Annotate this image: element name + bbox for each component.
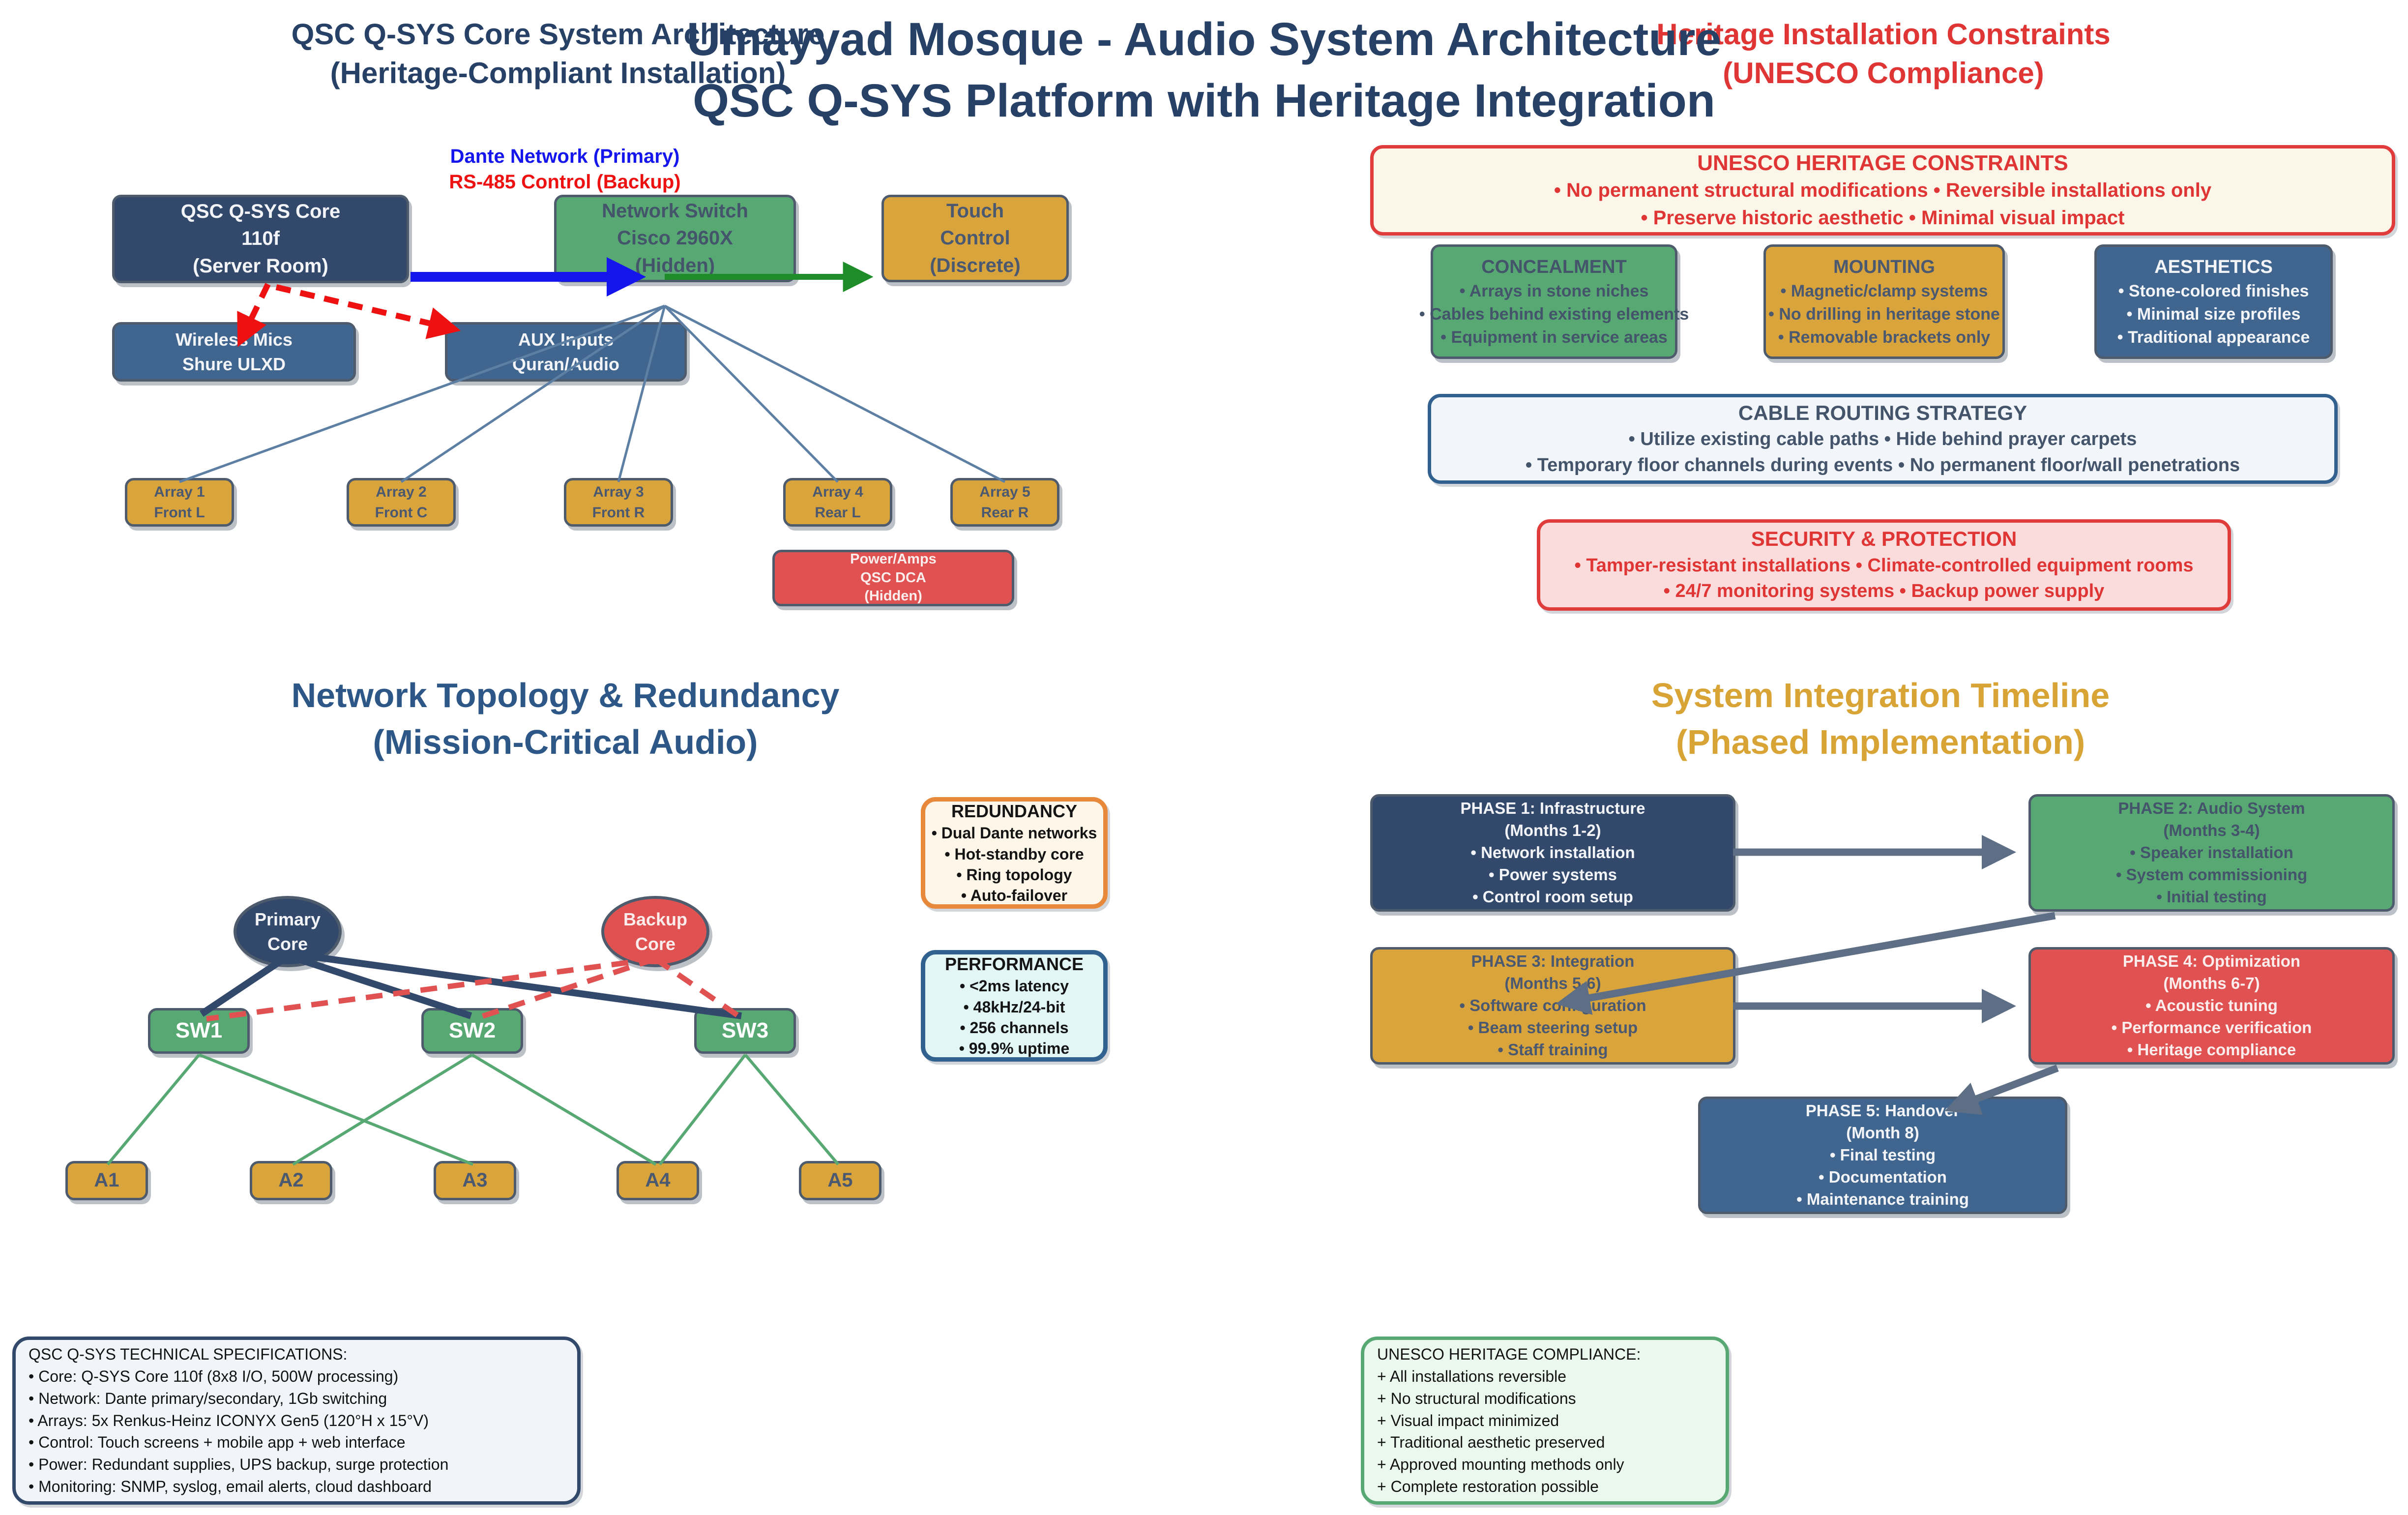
node-array-4: Array 4 Rear L xyxy=(783,478,892,527)
panel-concealment-body: • Arrays in stone niches • Cables behind… xyxy=(1419,282,1689,347)
node-touch-control: Touch Control (Discrete) xyxy=(881,195,1069,282)
right-constraints-title: Heritage Installation Constraints (UNESC… xyxy=(1656,18,2111,90)
legend-dante: Dante Network (Primary) xyxy=(450,146,680,167)
node-qsys-core: QSC Q-SYS Core 110f (Server Room) xyxy=(112,195,409,283)
node-primary-core-label: Primary Core xyxy=(254,909,321,954)
node-sw2: SW2 xyxy=(421,1008,523,1054)
timeline-title: System Integration Timeline (Phased Impl… xyxy=(1651,676,2110,761)
node-wireless-mics: Wireless Mics Shure ULXD xyxy=(112,322,356,382)
node-a3-label: A3 xyxy=(462,1169,488,1191)
node-qsys-core-label: QSC Q-SYS Core 110f (Server Room) xyxy=(180,201,341,277)
node-array-3: Array 3 Front R xyxy=(564,478,673,527)
node-sw1: SW1 xyxy=(148,1008,250,1054)
node-a5-label: A5 xyxy=(827,1169,853,1191)
phase-2-label: PHASE 2: Audio System (Months 3-4) • Spe… xyxy=(2115,799,2308,906)
node-a1: A1 xyxy=(65,1161,148,1200)
phase-4-box: PHASE 4: Optimization (Months 6-7) • Aco… xyxy=(2028,947,2395,1065)
node-array-3-label: Array 3 Front R xyxy=(592,484,645,521)
panel-cable-routing-title: CABLE ROUTING STRATEGY xyxy=(1738,401,2027,424)
panel-redundancy-body: • Dual Dante networks • Hot-standby core… xyxy=(931,824,1097,905)
left-diagram-title: QSC Q-SYS Core System Architecture (Heri… xyxy=(291,18,825,90)
panel-unesco-constraints: UNESCO HERITAGE CONSTRAINTS • No permane… xyxy=(1370,145,2395,236)
phase-3-label: PHASE 3: Integration (Months 5-6) • Soft… xyxy=(1459,952,1646,1059)
node-power-amps: Power/Amps QSC DCA (Hidden) xyxy=(772,550,1014,606)
node-array-1-label: Array 1 Front L xyxy=(154,484,205,521)
node-primary-core: Primary Core xyxy=(234,896,342,967)
panel-tech-specs-title: QSC Q-SYS TECHNICAL SPECIFICATIONS: xyxy=(29,1345,348,1364)
node-network-switch-label: Network Switch Cisco 2960X (Hidden) xyxy=(602,200,748,276)
panel-security: SECURITY & PROTECTION • Tamper-resistant… xyxy=(1537,519,2231,611)
node-backup-core-label: Backup Core xyxy=(623,909,688,954)
panel-cable-routing-body: • Utilize existing cable paths • Hide be… xyxy=(1525,429,2240,475)
edges-switch-array xyxy=(106,1053,840,1166)
panel-unesco-constraints-title: UNESCO HERITAGE CONSTRAINTS xyxy=(1697,151,2068,176)
panel-security-body: • Tamper-resistant installations • Clima… xyxy=(1574,555,2194,602)
node-a4: A4 xyxy=(617,1161,699,1200)
node-array-2: Array 2 Front C xyxy=(347,478,456,527)
phase-2-box: PHASE 2: Audio System (Months 3-4) • Spe… xyxy=(2028,794,2395,912)
panel-performance-body: • <2ms latency • 48kHz/24-bit • 256 chan… xyxy=(959,977,1070,1058)
phase-5-label: PHASE 5: Handover (Month 8) • Final test… xyxy=(1796,1101,1969,1208)
panel-cable-routing: CABLE ROUTING STRATEGY • Utilize existin… xyxy=(1428,394,2338,484)
panel-concealment: CONCEALMENT • Arrays in stone niches • C… xyxy=(1419,244,1689,359)
panel-aesthetics-title: AESTHETICS xyxy=(2154,256,2273,277)
node-aux-inputs: AUX Inputs Quran/Audio xyxy=(445,322,687,382)
panel-performance: PERFORMANCE • <2ms latency • 48kHz/24-bi… xyxy=(921,950,1108,1062)
node-a4-label: A4 xyxy=(645,1169,671,1191)
panel-unesco-constraints-body: • No permanent structural modifications … xyxy=(1554,179,2212,229)
phase-4-label: PHASE 4: Optimization (Months 6-7) • Aco… xyxy=(2111,952,2312,1059)
node-backup-core: Backup Core xyxy=(601,896,709,967)
panel-tech-specs-body: • Core: Q-SYS Core 110f (8x8 I/O, 500W p… xyxy=(29,1367,449,1495)
panel-mounting: MOUNTING • Magnetic/clamp systems • No d… xyxy=(1763,244,2005,359)
node-array-5-label: Array 5 Rear R xyxy=(979,484,1030,521)
panel-redundancy: REDUNDANCY • Dual Dante networks • Hot-s… xyxy=(921,797,1108,909)
panel-performance-title: PERFORMANCE xyxy=(944,953,1084,974)
panel-security-title: SECURITY & PROTECTION xyxy=(1751,527,2017,551)
phase-5-box: PHASE 5: Handover (Month 8) • Final test… xyxy=(1698,1097,2067,1214)
panel-mounting-title: MOUNTING xyxy=(1833,256,1935,277)
phase-1-box: PHASE 1: Infrastructure (Months 1-2) • N… xyxy=(1370,794,1735,912)
node-network-switch: Network Switch Cisco 2960X (Hidden) xyxy=(554,195,796,282)
node-sw1-label: SW1 xyxy=(175,1018,223,1043)
node-a2-label: A2 xyxy=(278,1169,304,1191)
node-sw3-label: SW3 xyxy=(721,1018,769,1043)
node-power-amps-label: Power/Amps QSC DCA (Hidden) xyxy=(850,551,937,604)
node-wireless-mics-label: Wireless Mics Shure ULXD xyxy=(176,329,293,374)
panel-tech-specs: QSC Q-SYS TECHNICAL SPECIFICATIONS: • Co… xyxy=(12,1337,581,1505)
panel-aesthetics-body: • Stone-colored finishes • Minimal size … xyxy=(2117,282,2310,347)
panel-heritage-compliance: UNESCO HERITAGE COMPLIANCE: + All instal… xyxy=(1361,1337,1729,1505)
node-sw3: SW3 xyxy=(694,1008,796,1054)
panel-concealment-title: CONCEALMENT xyxy=(1481,256,1627,277)
panel-mounting-body: • Magnetic/clamp systems • No drilling i… xyxy=(1768,282,2000,347)
node-array-2-label: Array 2 Front C xyxy=(375,484,428,521)
phase-1-label: PHASE 1: Infrastructure (Months 1-2) • N… xyxy=(1460,799,1645,906)
node-array-4-label: Array 4 Rear L xyxy=(812,484,863,521)
panel-redundancy-title: REDUNDANCY xyxy=(951,801,1077,821)
node-a3: A3 xyxy=(434,1161,516,1200)
node-array-1: Array 1 Front L xyxy=(125,478,234,527)
node-touch-control-label: Touch Control (Discrete) xyxy=(930,200,1021,276)
panel-heritage-compliance-title: UNESCO HERITAGE COMPLIANCE: xyxy=(1377,1345,1641,1364)
node-array-5: Array 5 Rear R xyxy=(950,478,1059,527)
main-title: Umayyad Mosque - Audio System Architectu… xyxy=(686,13,1722,127)
topology-title: Network Topology & Redundancy (Mission-C… xyxy=(291,676,840,761)
node-a5: A5 xyxy=(799,1161,881,1200)
node-a1-label: A1 xyxy=(94,1169,119,1191)
node-aux-inputs-label: AUX Inputs Quran/Audio xyxy=(512,329,619,374)
node-sw2-label: SW2 xyxy=(448,1018,496,1043)
legend-rs485: RS-485 Control (Backup) xyxy=(449,171,681,193)
panel-aesthetics: AESTHETICS • Stone-colored finishes • Mi… xyxy=(2094,244,2333,359)
network-legend: Dante Network (Primary) RS-485 Control (… xyxy=(368,144,762,195)
node-a2: A2 xyxy=(250,1161,332,1200)
panel-heritage-compliance-body: + All installations reversible + No stru… xyxy=(1377,1367,1624,1495)
phase-3-box: PHASE 3: Integration (Months 5-6) • Soft… xyxy=(1370,947,1735,1065)
